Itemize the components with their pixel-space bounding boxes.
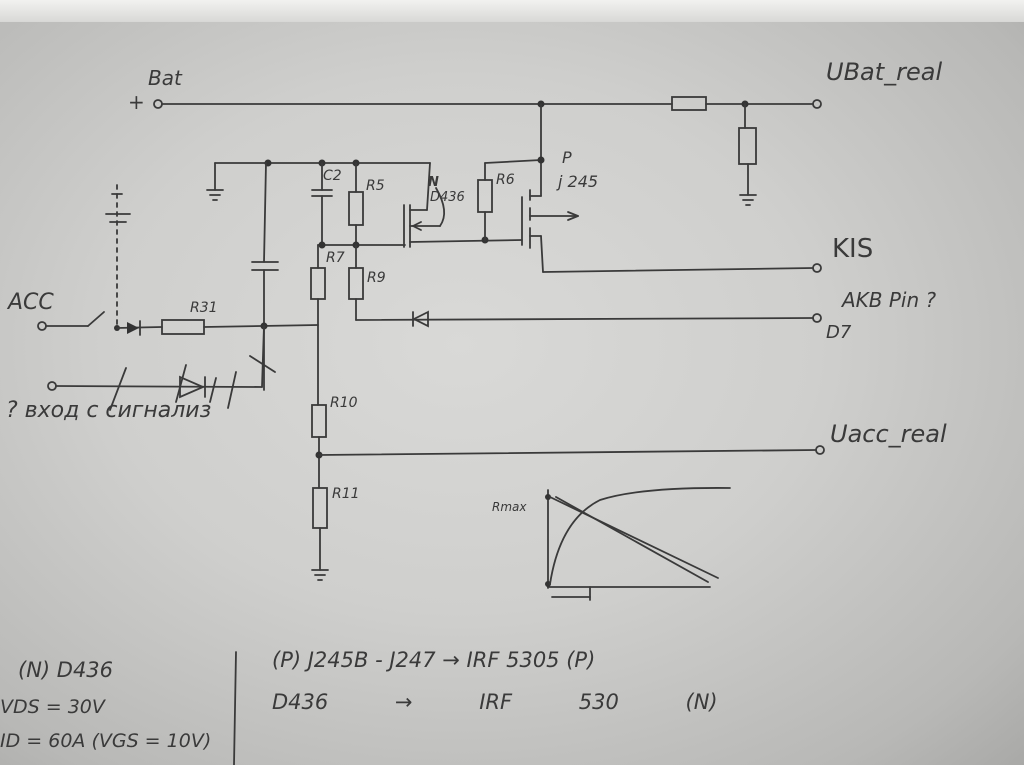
label-r5: R5: [366, 178, 385, 194]
label-akb-pin: AKB Pin ?: [842, 288, 937, 312]
label-plus: +: [128, 90, 145, 114]
label-rmax: Rmax: [492, 500, 527, 514]
label-bat: Bat: [148, 66, 182, 90]
acc-input: [37, 184, 319, 411]
label-n-part: D436: [430, 190, 465, 205]
label-p-part: j 245: [558, 172, 599, 191]
note-p-replacement: (P) J245B - J247 → IRF 5305 (P): [272, 648, 596, 672]
notes-divider: [233, 651, 237, 765]
n-mosfet: [403, 162, 523, 248]
p-mosfet: [477, 103, 822, 273]
rmax-graph: [545, 487, 731, 601]
note-vds: VDS = 30V: [0, 696, 105, 718]
label-d7: D7: [826, 322, 852, 343]
ground-rail: [206, 159, 431, 391]
divider-network: [310, 244, 825, 581]
note-id: ID = 60A (VGS = 10V): [0, 730, 212, 752]
label-c2: C2: [323, 168, 342, 184]
label-r6: R6: [496, 172, 515, 188]
label-r9: R9: [367, 270, 386, 286]
note-n-part: (N) D436: [18, 658, 114, 682]
label-r10: R10: [330, 395, 358, 411]
label-ubat-real: UBat_real: [826, 58, 943, 86]
label-uacc-real: Uacc_real: [830, 420, 947, 448]
label-r31: R31: [190, 300, 218, 316]
label-r7: R7: [326, 250, 345, 266]
note-n-replacement: D436 → IRF 530 (N): [272, 690, 718, 714]
paper-edge: [0, 0, 1024, 22]
label-r11: R11: [332, 486, 360, 502]
label-p-type: P: [562, 148, 572, 167]
label-acc: ACC: [8, 290, 54, 315]
label-kis: KIS: [832, 234, 874, 264]
label-n-type: N: [428, 175, 439, 190]
battery-rail: [153, 96, 822, 206]
label-signal-input: ? вход с сигнализ: [6, 398, 212, 423]
